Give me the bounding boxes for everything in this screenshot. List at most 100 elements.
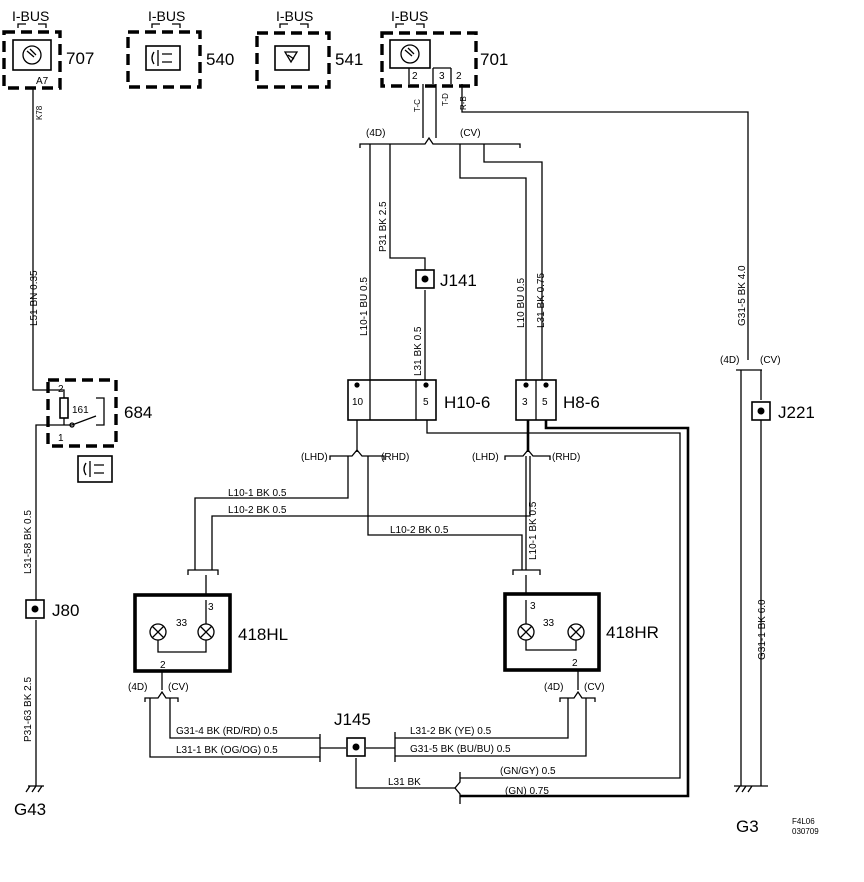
lamp-id-418hl: 418HL (238, 625, 288, 644)
footer-code: F4L06 (792, 817, 815, 826)
lamp-wiring-418hr (525, 600, 577, 651)
module-symbol-detail-701 (404, 47, 415, 57)
relay-id-684: 684 (124, 403, 152, 422)
label-cv-top: (CV) (460, 128, 481, 139)
label-l51: L51 BN 0.35 (29, 270, 40, 326)
module-symbol-detail-707 (26, 48, 37, 58)
lamp-418hl: 33 3 2 418HL (133, 569, 288, 673)
bus-label-701: I-BUS (391, 8, 428, 24)
wire-l31-1 (149, 698, 320, 758)
label-gn: (GN) 0.75 (505, 786, 549, 797)
connector-pin-dot-h8-3 (523, 382, 529, 388)
wire-l31-58 (35, 424, 52, 600)
pin-h10-5: 5 (423, 397, 429, 408)
module-707: I-BUS A7 707 (2, 8, 94, 90)
bus-label-540: I-BUS (148, 8, 185, 24)
wire-l10-1-bk-a (194, 456, 349, 570)
label-rhd-h8: (RHD) (552, 452, 580, 463)
module-id-701: 701 (480, 50, 508, 69)
label-gn-gy: (GN/GY) 0.5 (500, 766, 556, 777)
label-l31-bk: L31 BK (388, 777, 421, 788)
label-4d-right: (4D) (720, 355, 739, 366)
connector-h8-6: 3 5 H8-6 (515, 379, 600, 421)
wire-t-c: T-C (413, 99, 422, 112)
junction-dot-j221 (757, 407, 765, 415)
bulb-cross-418hr-a (519, 625, 533, 639)
connector-pin-dot-h10-5 (423, 382, 429, 388)
wire-g31-4 (169, 698, 320, 739)
label-4d-418hr: (4D) (544, 682, 563, 693)
label-cv-right: (CV) (760, 355, 781, 366)
label-l10-1-bk-b: L10-1 BK 0.5 (528, 501, 539, 560)
wire-l10-2-bk-a (211, 456, 531, 570)
wire-l10-2-bk-b (367, 456, 523, 570)
junction-dot-j80 (31, 605, 39, 613)
label-g31-4: G31-4 BK (RD/RD) 0.5 (176, 726, 278, 737)
pin-701-c: 2 (456, 71, 462, 82)
variant-bracket-418hl (144, 690, 179, 702)
wire-l31-2 (395, 698, 569, 739)
junction-id-j221: J221 (778, 403, 815, 422)
lamp-pin-2-418hl: 2 (160, 660, 166, 671)
junction-bracket-right (366, 732, 396, 762)
module-701: I-BUS 701 2 3 2 T-C T-D R-B (380, 8, 508, 112)
bus-label-707: I-BUS (12, 8, 49, 24)
lamp-418hr: 33 3 2 418HR (503, 569, 659, 672)
junction-id-j80: J80 (52, 601, 79, 620)
label-4d-top: (4D) (366, 128, 385, 139)
lamp-num-418hr: 33 (543, 618, 555, 629)
wire-gn-gy (426, 420, 681, 779)
relay-indicator-box (77, 455, 113, 483)
variant-bracket-h8 (504, 448, 551, 460)
label-p31: P31 BK 2.5 (378, 201, 389, 252)
ground-symbol-g43 (25, 785, 44, 793)
module-frame-541 (255, 31, 331, 89)
module-pin-frame-701 (408, 67, 452, 84)
wires: K78 L51 BN 0.35 L31-58 BK 0.5 P31-63 BK … (23, 84, 781, 804)
label-l10-2-bk-b: L10-2 BK 0.5 (390, 525, 449, 536)
wire-l31-bk (355, 758, 455, 789)
lamp-num-418hl: 33 (176, 618, 188, 629)
module-id-541: 541 (335, 50, 363, 69)
wire-g31-5 (395, 698, 587, 757)
label-g31-5: G31-5 BK (BU/BU) 0.5 (410, 744, 511, 755)
label-g31-1-6: G31-1 BK 6.0 (757, 599, 768, 660)
bus-connector-701 (395, 23, 425, 28)
module-541: I-BUS 541 (255, 8, 363, 89)
pin-h8-3: 3 (522, 397, 528, 408)
label-p31-63: P31-63 BK 2.5 (23, 677, 34, 742)
wire-gn (460, 420, 690, 798)
lamp-id-418hr: 418HR (606, 623, 659, 642)
label-l10-1-bu: L10-1 BU 0.5 (359, 277, 370, 336)
relay-684: 161 2 1 684 (46, 378, 152, 483)
ground-g3: G3 (734, 785, 768, 836)
label-l31-2: L31-2 BK (YE) 0.5 (410, 726, 492, 737)
bus-connector-540 (151, 23, 181, 28)
lamp-wiring-418hl (157, 600, 207, 653)
connector-id-h10: H10-6 (444, 393, 490, 412)
label-lhd-h10: (LHD) (301, 452, 328, 463)
lamp-pin-3-418hl: 3 (208, 602, 214, 613)
bulb-cross-418hl-b (199, 625, 213, 639)
bus-connector-707 (17, 23, 47, 28)
module-frame-540 (126, 30, 202, 89)
wire-l10-bu (459, 144, 527, 380)
label-4d-418hl: (4D) (128, 682, 147, 693)
connector-pin-dot-h10-10 (354, 382, 360, 388)
wire-g31-5-4 (461, 84, 749, 360)
headlamp-icon-684 (83, 461, 104, 477)
label-cv-418hr: (CV) (584, 682, 605, 693)
bus-label-541: I-BUS (276, 8, 313, 24)
junction-j145: J145 (334, 710, 371, 757)
label-rhd-h10: (RHD) (381, 452, 409, 463)
relay-number: 161 (72, 405, 89, 416)
ground-symbol-g3 (734, 785, 768, 793)
pin-h8-5: 5 (542, 397, 548, 408)
module-symbol-707 (22, 45, 42, 65)
wire-r-b: R-B (459, 96, 468, 110)
wire-l51 (32, 88, 52, 391)
relay-frame-684 (46, 378, 118, 448)
variant-bracket-h10 (329, 448, 385, 460)
